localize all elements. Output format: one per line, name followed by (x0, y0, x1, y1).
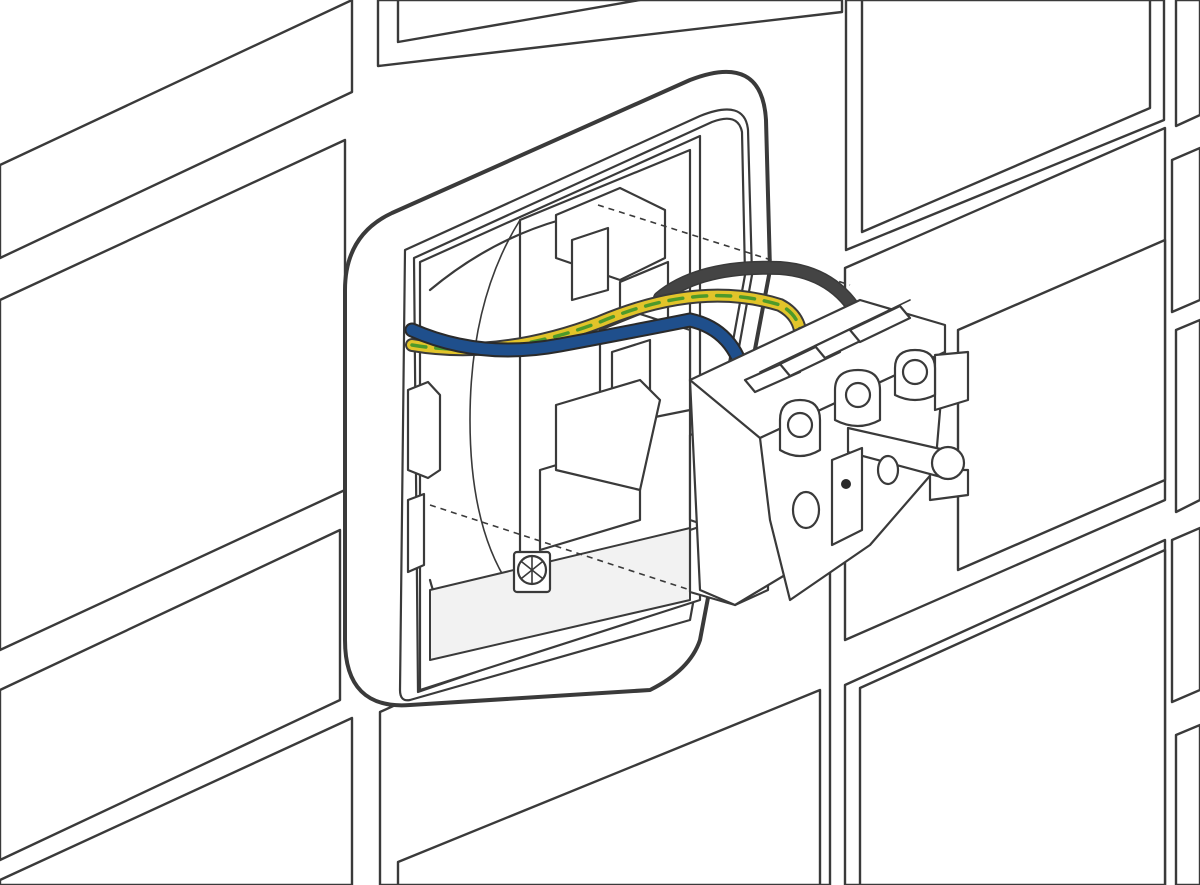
insert-right-flank (933, 350, 970, 412)
wall-tile (860, 0, 1152, 234)
side-lug-left (406, 380, 442, 480)
earth-pin (846, 426, 966, 481)
mounting-lug-top (570, 226, 610, 302)
indicator-dot (841, 479, 851, 489)
wires (404, 260, 867, 388)
wall-tile (0, 528, 342, 862)
terminal-block-icon (743, 299, 912, 394)
wall-tile (0, 0, 354, 260)
wall-tile (858, 548, 1167, 885)
mounting-lug-bottom (554, 378, 662, 492)
socket-insert (688, 298, 970, 607)
back-box-frame (343, 70, 772, 708)
wall-tile (1174, 318, 1200, 514)
terminal-screws (778, 348, 937, 458)
box-bottom-ledge (429, 527, 691, 661)
wall-tile (1170, 526, 1200, 704)
side-lug-left (406, 492, 426, 574)
wall-tile (1174, 723, 1200, 885)
insert-top-face (688, 298, 947, 440)
pin-hole (876, 454, 900, 486)
wall-tile (1170, 146, 1200, 314)
wall-tile (396, 0, 642, 44)
wall-tile (396, 688, 822, 885)
screw-icon (512, 550, 552, 594)
insert-label-plate (830, 446, 864, 547)
wall-tile (0, 716, 354, 885)
pin-hole (791, 490, 821, 530)
wall-tile (1174, 0, 1200, 128)
box-mounting-arc (469, 219, 521, 601)
